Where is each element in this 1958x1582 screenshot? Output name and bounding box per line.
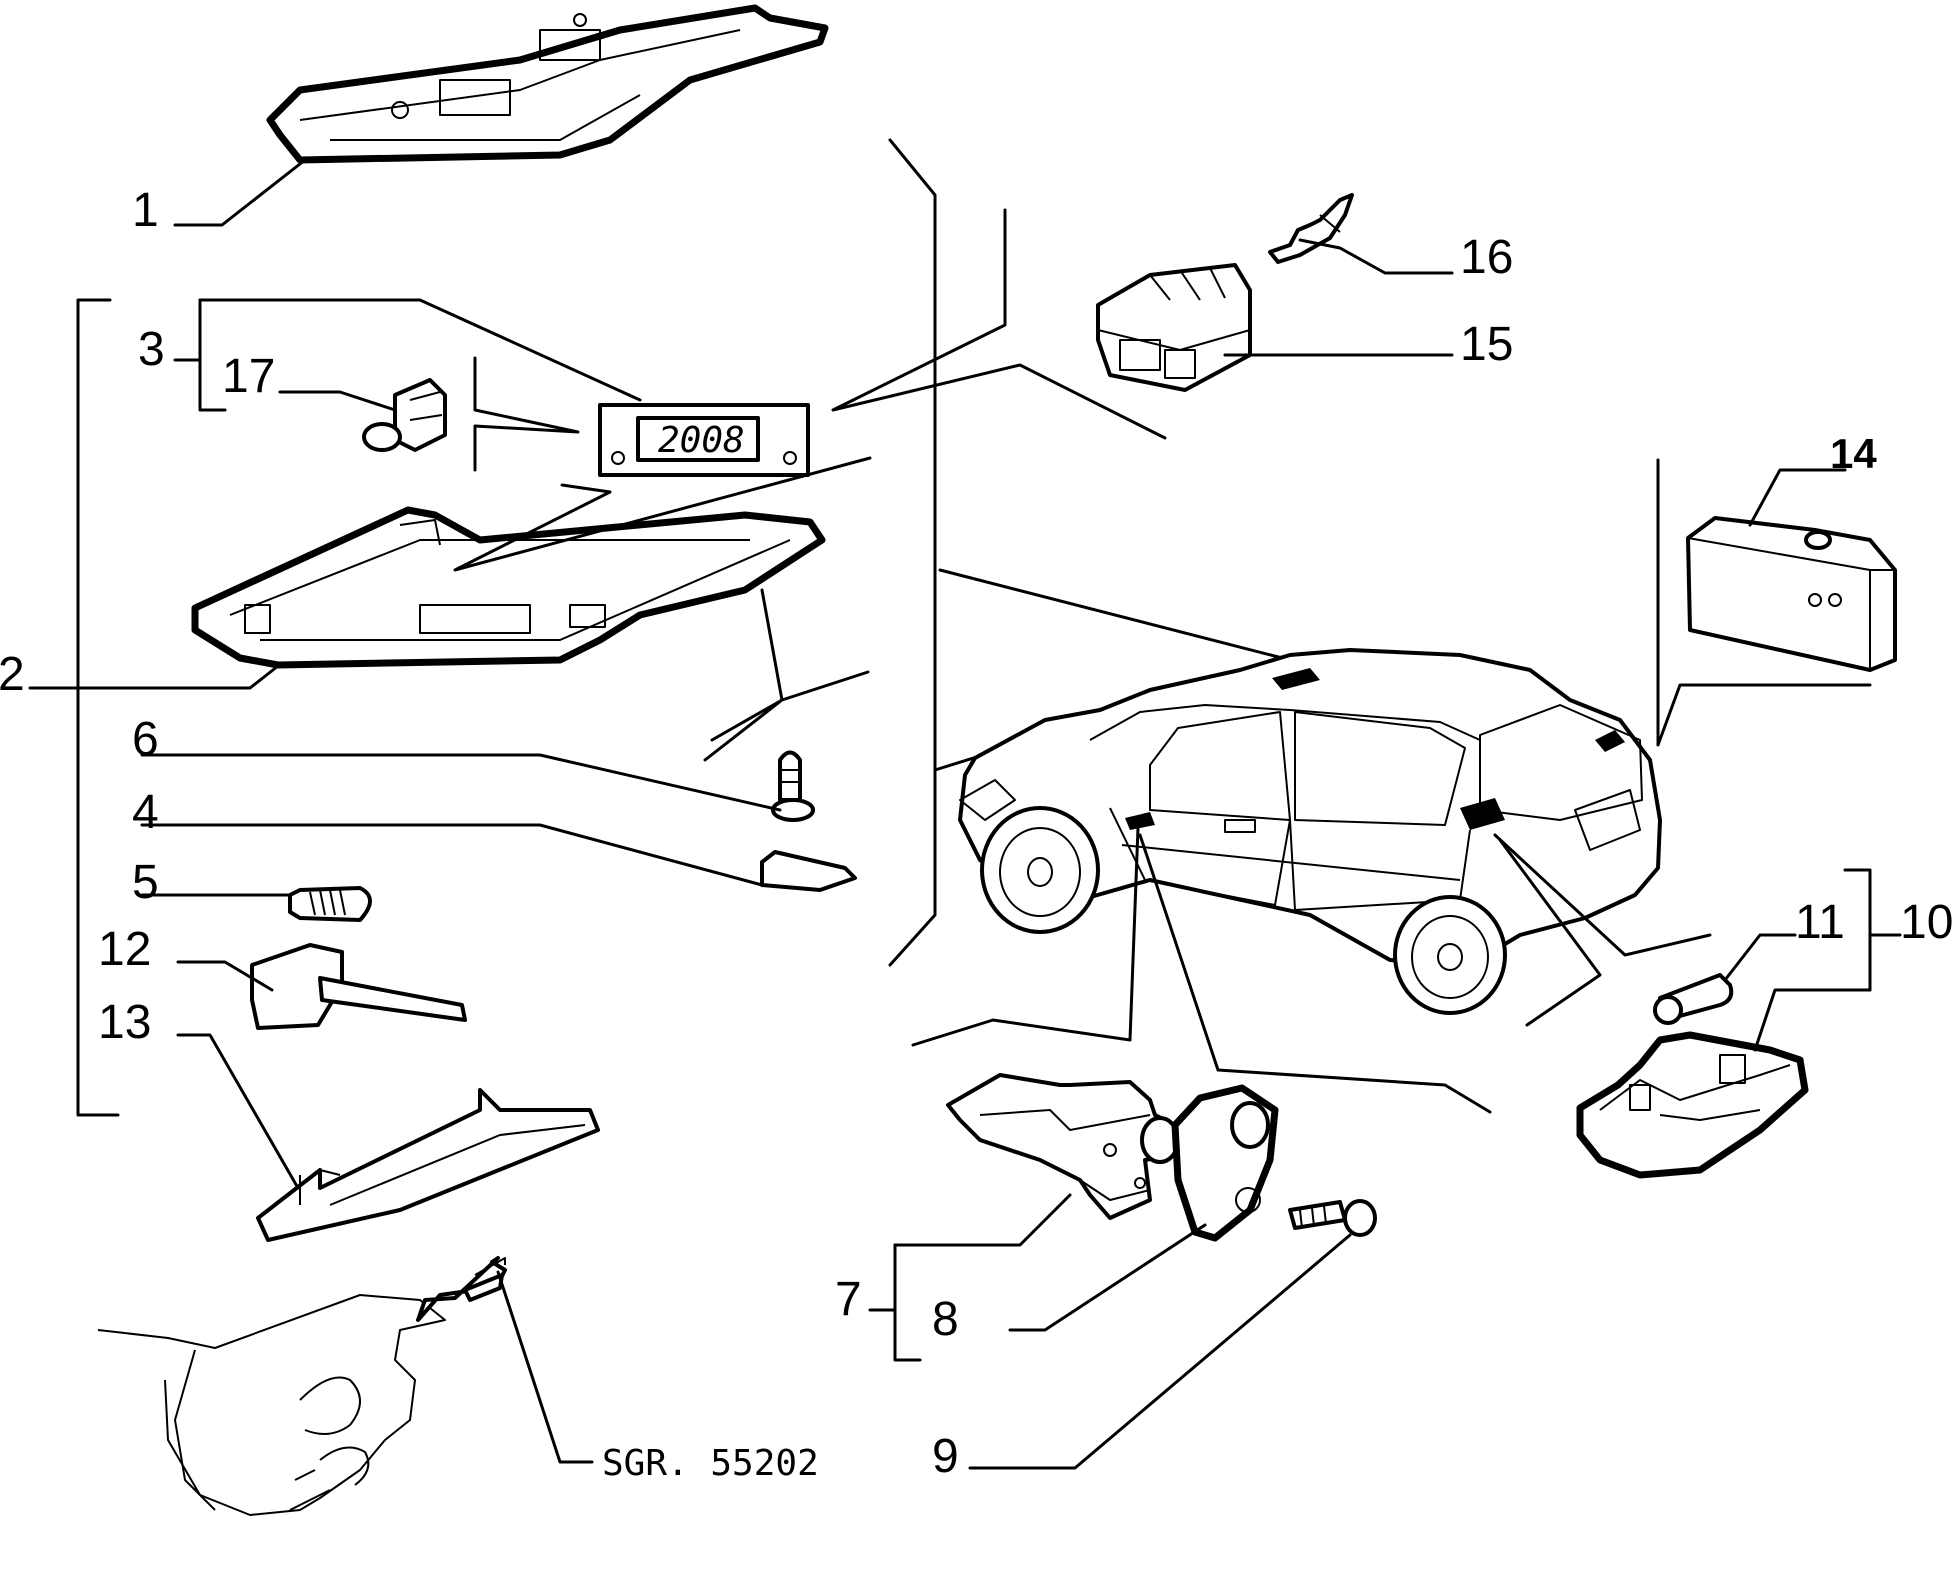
label-16-text: 16 — [1460, 231, 1513, 284]
label-10-text: 10 — [1900, 896, 1953, 949]
part-9-screw: 9 — [932, 1199, 1377, 1483]
part-11-bulb: 11 — [1653, 896, 1845, 1025]
group-bracket-2: 2 — [0, 298, 280, 1117]
label-11-text: 11 — [1795, 896, 1845, 949]
tailgate-switch-location-marker — [1460, 798, 1505, 830]
label-1-text: 1 — [132, 184, 159, 237]
door-switch-location-marker — [1125, 812, 1155, 830]
rear-light-location-marker — [1595, 730, 1625, 752]
label-3-text: 3 — [138, 323, 165, 376]
label-17-text: 17 — [222, 350, 275, 403]
part-6-rivet-clip: 6 — [132, 713, 815, 822]
part-12-switch-lever: 12 — [98, 923, 467, 1030]
part-13-lens-cover: 13 — [98, 996, 600, 1242]
part-3-display-clock: 2008 — [598, 403, 810, 477]
label-8-text: 8 — [932, 1293, 959, 1346]
part-5-bulb: 5 — [132, 856, 372, 922]
part-17-bulb-holder: 17 — [222, 350, 447, 452]
label-4-text: 4 — [132, 786, 159, 839]
wedge-lines-display-right — [831, 208, 1167, 440]
label-13-text: 13 — [98, 996, 151, 1049]
car-illustration — [888, 138, 1872, 1114]
part-16-terminal: 16 — [1268, 193, 1513, 284]
label-5-text: 5 — [132, 856, 159, 909]
label-15-text: 15 — [1460, 318, 1513, 371]
part-1-roof-console-cover — [266, 4, 829, 164]
wedge-lines-display-left — [473, 356, 580, 472]
roof-light-location-marker — [1272, 668, 1320, 690]
label-6-text: 6 — [132, 713, 159, 766]
hand-with-remote-key: SGR. 55202 — [97, 1256, 819, 1516]
part-10-lamp-housing: 10 — [1576, 868, 1953, 1179]
part-4-cap: 4 — [132, 786, 857, 892]
group-bracket-3: 3 — [138, 298, 642, 412]
drawing-code-text: SGR. 55202 — [602, 1443, 819, 1484]
label-14-text: 14 — [1830, 430, 1877, 477]
label-12-text: 12 — [98, 923, 151, 976]
label-2-text: 2 — [0, 648, 25, 701]
label-7-text: 7 — [835, 1273, 862, 1326]
part-15-connector: 15 — [1096, 263, 1513, 392]
label-1: 1 — [132, 158, 307, 237]
part-14-control-unit: 14 — [1686, 430, 1897, 672]
part-7-door-switch — [946, 1073, 1180, 1220]
wedge-lines-clip — [703, 588, 870, 762]
label-9-text: 9 — [932, 1430, 959, 1483]
display-readout: 2008 — [658, 420, 745, 461]
label-7-8-bracket: 7 8 — [835, 1193, 1207, 1362]
part-2-roof-light-housing — [191, 456, 872, 669]
part-8-switch-seal — [1171, 1084, 1279, 1242]
